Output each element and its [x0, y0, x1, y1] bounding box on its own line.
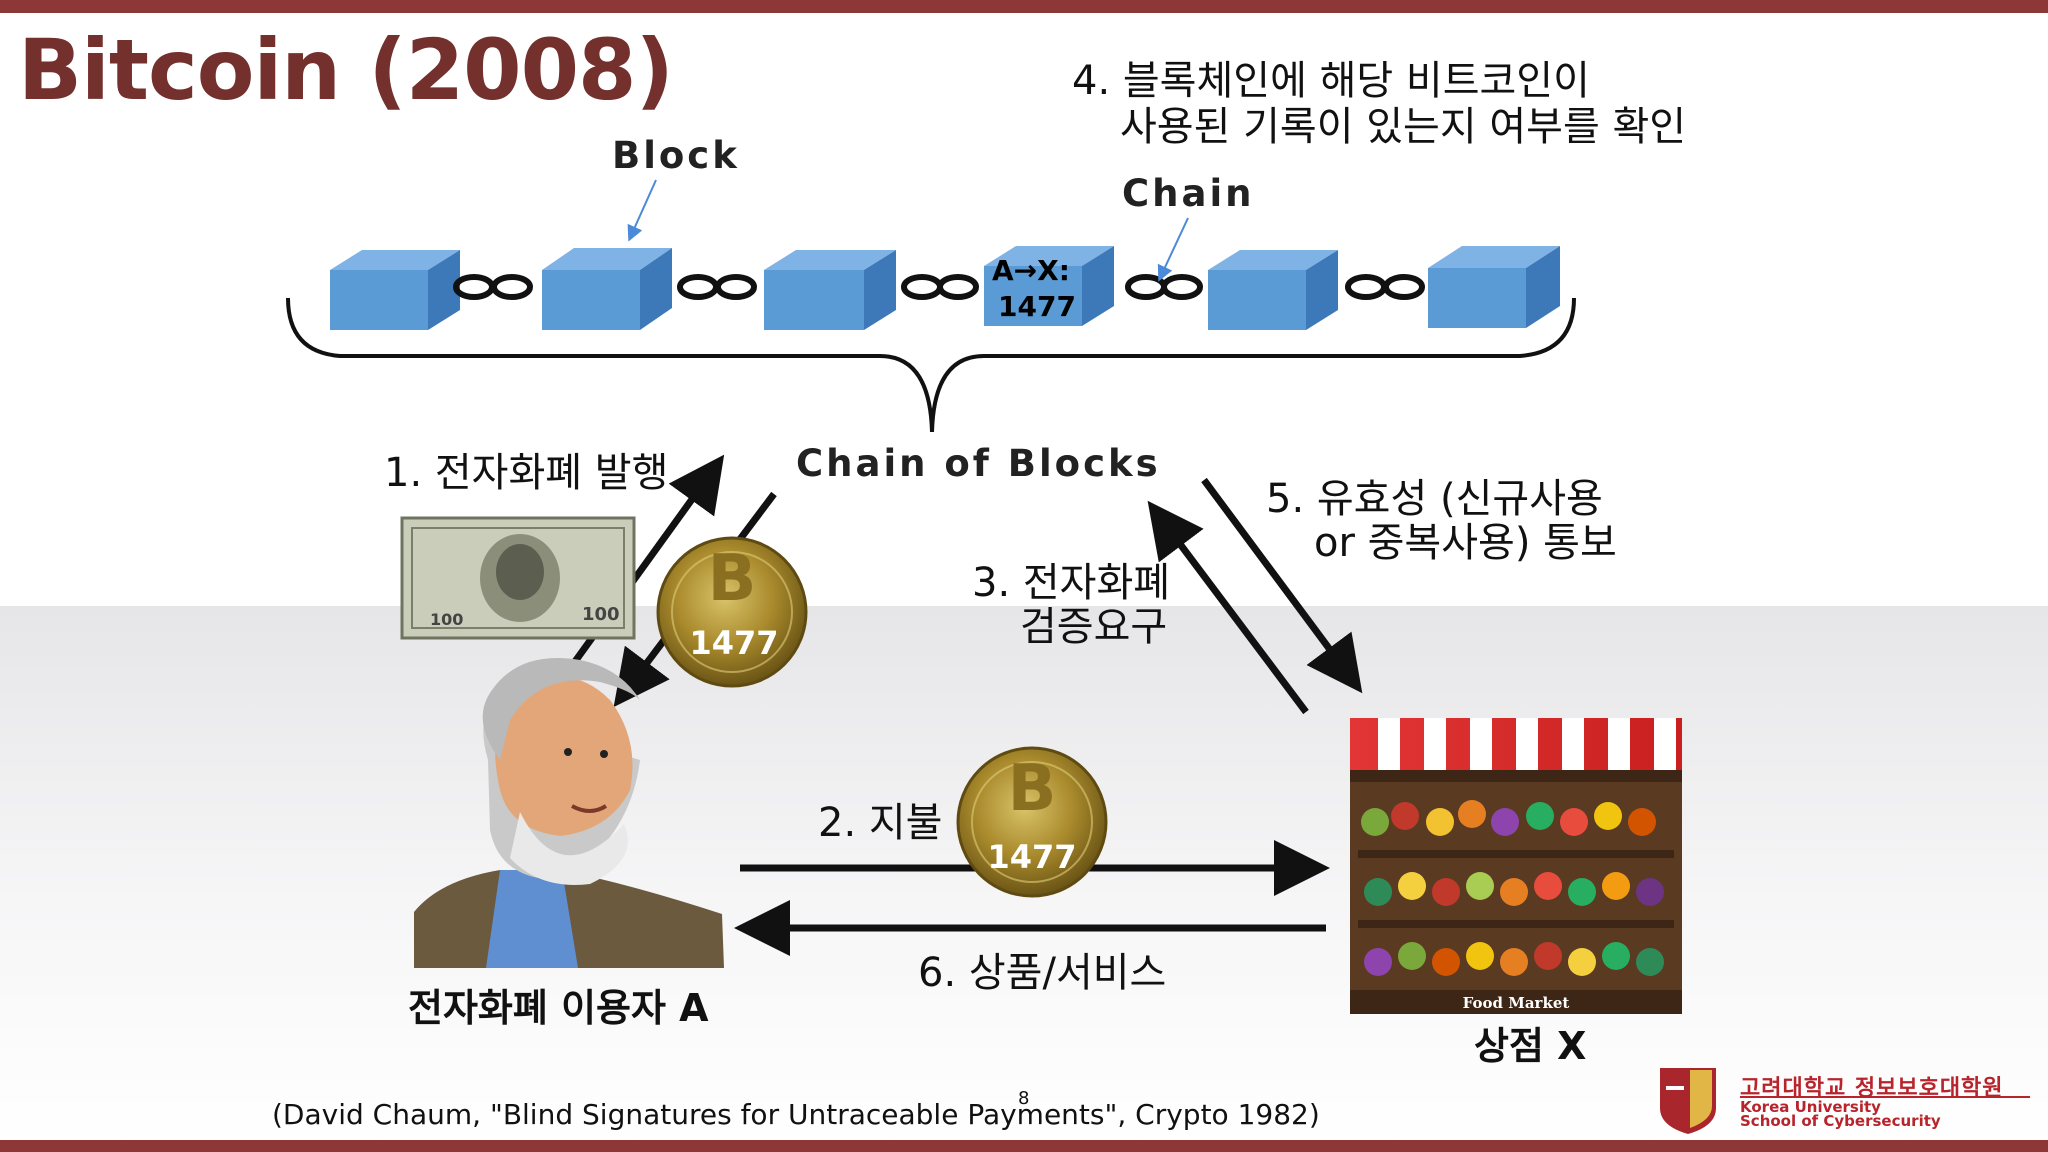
svg-text:B: B: [708, 542, 757, 616]
svg-text:Food Market: Food Market: [1463, 994, 1570, 1012]
block-pointer: [627, 179, 657, 242]
chain-link-1: [453, 274, 533, 300]
step3-line1: 3. 전자화폐: [972, 560, 1171, 606]
chain-of-blocks-label: Chain of Blocks: [796, 442, 1161, 485]
block-3: [764, 250, 896, 330]
chain-label: Chain: [1122, 172, 1255, 215]
block-label: Block: [612, 134, 740, 177]
chain-pointer: [1157, 217, 1189, 282]
bottom-accent-bar: [0, 1140, 2048, 1152]
dollar-bill-image: 100 100: [400, 516, 636, 640]
svg-text:100: 100: [582, 604, 620, 625]
user-a-illustration: [414, 658, 724, 968]
curly-brace: [286, 297, 1576, 433]
step6-label: 6. 상품/서비스: [918, 950, 1167, 996]
chain-link-5: [1345, 274, 1425, 300]
step4-line2: 사용된 기록이 있는지 여부를 확인: [1120, 104, 1687, 150]
arrow-validity-notice: [1201, 477, 1363, 694]
svg-text:B: B: [1008, 752, 1057, 826]
step1-label: 1. 전자화폐 발행: [384, 450, 669, 496]
svg-text:1477: 1477: [987, 838, 1076, 876]
citation: (David Chaum, "Blind Signatures for Untr…: [272, 1098, 1320, 1131]
block-6: [1428, 246, 1560, 328]
block-1: [330, 250, 460, 330]
user-a-label: 전자화폐 이용자 A: [408, 986, 709, 1030]
step2-label: 2. 지불: [818, 800, 943, 846]
university-name-english-2: School of Cybersecurity: [1740, 1112, 1941, 1130]
slide-title: Bitcoin (2008): [18, 21, 674, 119]
tx-block-line2: 1477: [998, 290, 1076, 323]
food-market-image: Food Market: [1350, 718, 1682, 1014]
svg-text:1477: 1477: [689, 624, 778, 662]
bitcoin-coin-payment: B 1477: [956, 746, 1108, 898]
svg-text:100: 100: [430, 610, 463, 629]
step4-line1: 4. 블록체인에 해당 비트코인이: [1072, 58, 1590, 104]
bitcoin-coin-issue: B 1477: [656, 536, 808, 688]
block-tx: [984, 246, 1114, 326]
block-2: [542, 248, 672, 330]
page-number: 8: [1018, 1088, 1030, 1109]
university-logo-divider: [1740, 1096, 2030, 1098]
step3-line2: 검증요구: [1020, 604, 1168, 650]
tx-block-line1: A→X:: [992, 254, 1070, 287]
university-name-english-1: Korea University: [1740, 1098, 1881, 1116]
block-5: [1208, 250, 1338, 330]
chain-link-3: [901, 274, 979, 300]
university-shield-logo: [1660, 1068, 1716, 1134]
merchant-x-label: 상점 X: [1474, 1024, 1587, 1068]
chain-link-4: [1125, 274, 1203, 300]
chain-link-2: [677, 274, 757, 300]
step5-line2: or 중복사용) 통보: [1314, 520, 1617, 566]
arrow-verify-request: [1147, 500, 1309, 715]
step5-line1: 5. 유효성 (신규사용: [1266, 476, 1603, 522]
top-accent-bar: [0, 0, 2048, 13]
